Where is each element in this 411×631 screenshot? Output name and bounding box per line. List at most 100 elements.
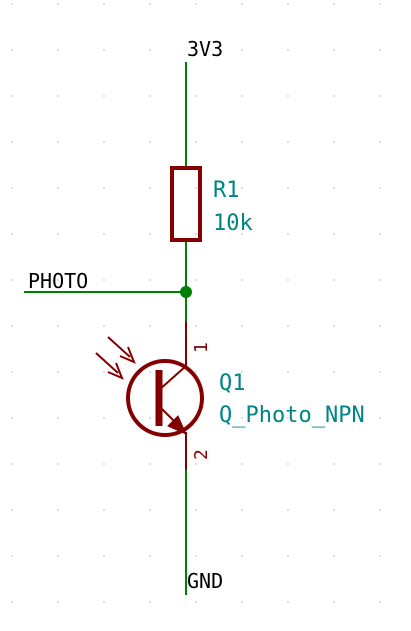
grid-dot: [241, 555, 243, 557]
grid-dot: [287, 555, 289, 557]
phototransistor-q1[interactable]: [95, 322, 204, 470]
grid-dot: [149, 233, 151, 235]
grid-dot: [333, 279, 335, 281]
transistor-value[interactable]: Q_Photo_NPN: [219, 403, 365, 428]
grid-dot: [287, 371, 289, 373]
grid-dot: [379, 279, 381, 281]
grid-dot: [287, 325, 289, 327]
grid-dot: [241, 509, 243, 511]
grid-dot: [149, 555, 151, 557]
grid-dot: [103, 463, 105, 465]
grid-dot: [149, 95, 151, 97]
resistor-r1[interactable]: [170, 166, 202, 242]
grid-dot: [241, 279, 243, 281]
grid-dot: [379, 417, 381, 419]
grid-dot: [149, 325, 151, 327]
pin-number-emitter: 2: [191, 449, 212, 460]
grid-dot: [287, 279, 289, 281]
grid-dot: [287, 233, 289, 235]
grid-dot: [241, 141, 243, 143]
grid-dot: [195, 49, 197, 51]
grid-dot: [333, 187, 335, 189]
grid-dot: [195, 187, 197, 189]
grid-dot: [195, 371, 197, 373]
grid-dot: [379, 187, 381, 189]
grid-dot: [379, 509, 381, 511]
grid-dot: [241, 95, 243, 97]
grid-dot: [333, 233, 335, 235]
grid-dot: [57, 555, 59, 557]
grid-dot: [57, 325, 59, 327]
transistor-reference[interactable]: Q1: [219, 371, 246, 396]
grid-dot: [379, 3, 381, 5]
power-net-label[interactable]: 3V3: [187, 37, 223, 61]
grid-dot: [195, 601, 197, 603]
grid-dot: [241, 325, 243, 327]
grid-dot: [379, 95, 381, 97]
grid-dot: [57, 509, 59, 511]
grid-dot: [57, 95, 59, 97]
grid-dot: [57, 371, 59, 373]
grid-dot: [333, 601, 335, 603]
grid-dot: [149, 279, 151, 281]
grid-dots: [11, 3, 381, 603]
grid-dot: [149, 601, 151, 603]
grid-dot: [57, 187, 59, 189]
grid-dot: [333, 371, 335, 373]
grid-dot: [379, 463, 381, 465]
grid-dot: [287, 463, 289, 465]
light-arrows: [95, 336, 136, 380]
grid-dot: [241, 371, 243, 373]
grid-dot: [11, 187, 13, 189]
grid-dot: [103, 187, 105, 189]
grid-dot: [149, 49, 151, 51]
grid-dot: [149, 3, 151, 5]
grid-dot: [103, 601, 105, 603]
grid-dot: [11, 509, 13, 511]
grid-dot: [11, 555, 13, 557]
ground-net-label[interactable]: GND: [187, 569, 223, 593]
grid-dot: [195, 463, 197, 465]
grid-dot: [57, 463, 59, 465]
grid-dot: [379, 371, 381, 373]
grid-dot: [11, 325, 13, 327]
grid-dot: [11, 279, 13, 281]
junction-dot[interactable]: [180, 286, 192, 298]
grid-dot: [287, 187, 289, 189]
grid-dot: [149, 509, 151, 511]
grid-dot: [103, 371, 105, 373]
grid-dot: [103, 3, 105, 5]
grid-dot: [241, 49, 243, 51]
grid-dot: [195, 555, 197, 557]
grid-dot: [379, 601, 381, 603]
grid-dot: [287, 95, 289, 97]
grid-dot: [241, 187, 243, 189]
grid-dot: [333, 417, 335, 419]
grid-dot: [57, 601, 59, 603]
resistor-reference[interactable]: R1: [213, 178, 240, 203]
grid-dot: [57, 141, 59, 143]
resistor-body: [170, 166, 202, 242]
grid-dot: [195, 509, 197, 511]
grid-dot: [11, 3, 13, 5]
emitter-arrow: [167, 415, 187, 435]
grid-dot: [333, 463, 335, 465]
grid-dot: [287, 601, 289, 603]
grid-dot: [11, 417, 13, 419]
grid-dot: [103, 509, 105, 511]
grid-dot: [103, 555, 105, 557]
resistor-value[interactable]: 10k: [213, 211, 253, 236]
grid-dot: [103, 49, 105, 51]
grid-dot: [333, 555, 335, 557]
grid-dot: [11, 233, 13, 235]
grid-dot: [287, 509, 289, 511]
grid-dot: [11, 95, 13, 97]
grid-dot: [57, 279, 59, 281]
grid-dot: [11, 141, 13, 143]
signal-net-label[interactable]: PHOTO: [28, 269, 88, 293]
grid-dot: [241, 417, 243, 419]
grid-dot: [195, 279, 197, 281]
grid-dot: [149, 463, 151, 465]
grid-dot: [103, 325, 105, 327]
grid-dot: [57, 3, 59, 5]
